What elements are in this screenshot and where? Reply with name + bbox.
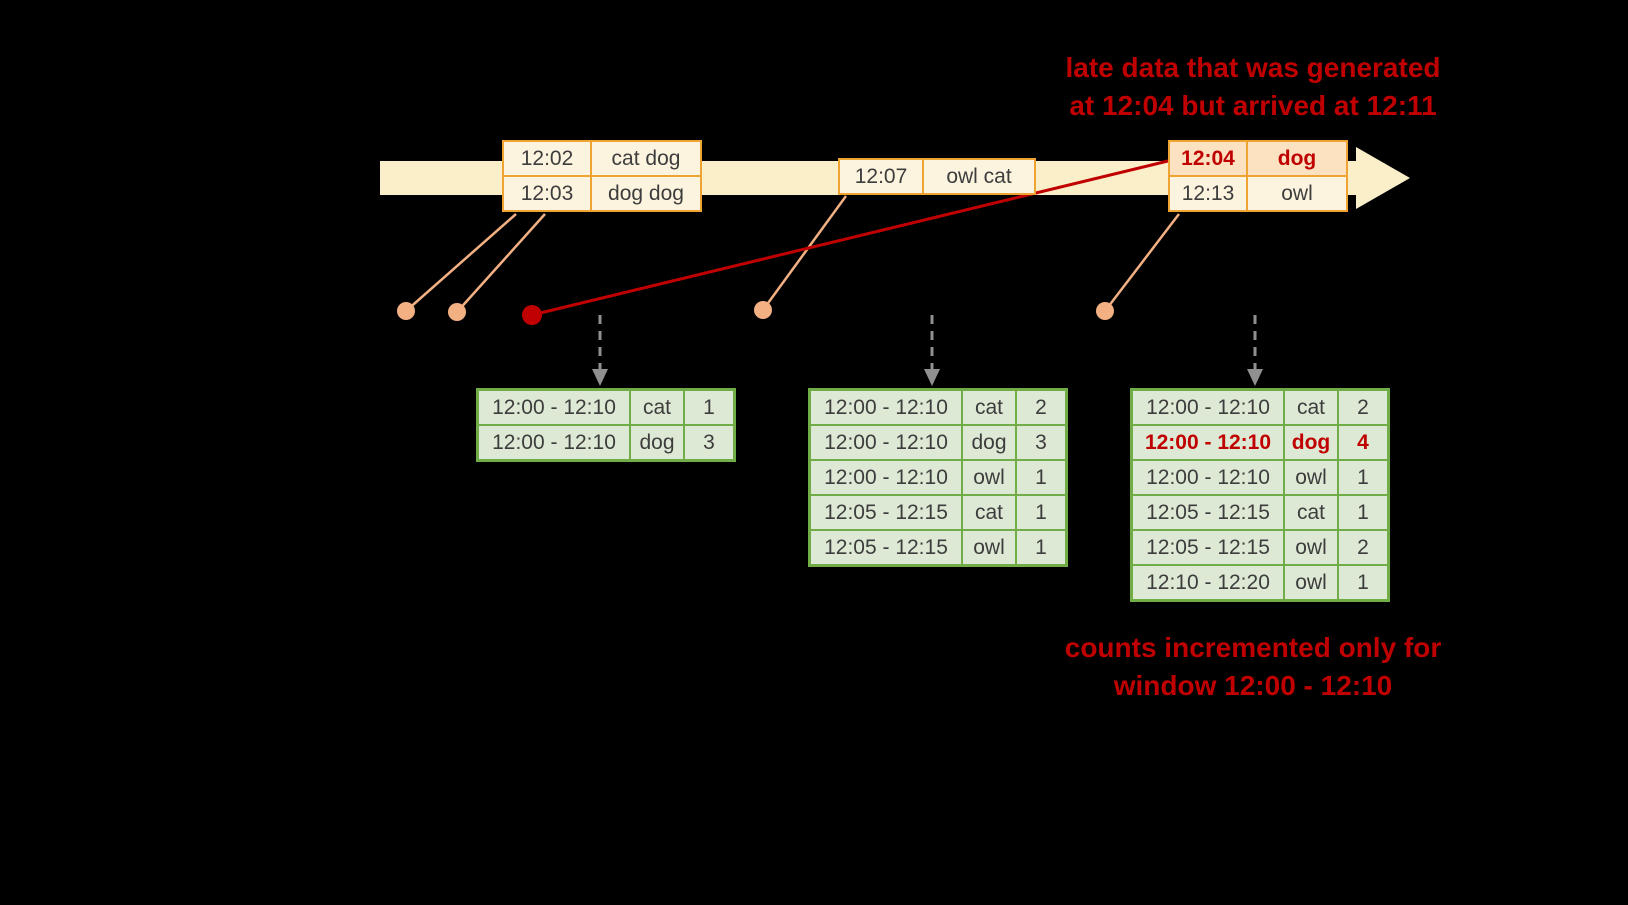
result-row: 12:05 - 12:15 owl 1: [808, 529, 1068, 567]
window-cell: 12:05 - 12:15: [1130, 494, 1285, 531]
count-cell: 3: [683, 424, 736, 462]
counts-annotation: counts incremented only for window 12:00…: [1013, 629, 1493, 705]
count-cell: 1: [1337, 459, 1390, 496]
event-time-cell: 12:02: [502, 140, 592, 177]
event-words-cell: cat dog: [590, 140, 702, 177]
late-data-annotation-line2: at 12:04 but arrived at 12:11: [1069, 90, 1437, 121]
late-result-row: 12:00 - 12:10 dog 4: [1130, 424, 1390, 461]
word-cell: cat: [1283, 388, 1339, 426]
event-words-cell: dog: [1246, 140, 1348, 177]
window-cell: 12:10 - 12:20: [1130, 564, 1285, 602]
event-dot: [448, 303, 466, 321]
trigger-arrow: [1247, 315, 1263, 386]
result-row: 12:05 - 12:15 owl 2: [1130, 529, 1390, 566]
word-cell: cat: [961, 388, 1017, 426]
late-data-annotation-line1: late data that was generated: [1065, 52, 1441, 83]
event-dot: [754, 301, 772, 319]
count-cell: 1: [1337, 494, 1390, 531]
event-dot: [1096, 302, 1114, 320]
event-words-cell: owl: [1246, 175, 1348, 212]
trigger-arrow: [592, 315, 608, 386]
event-words-cell: owl cat: [922, 158, 1036, 195]
window-cell: 12:05 - 12:15: [1130, 529, 1285, 566]
result-table-1: 12:00 - 12:10 cat 1 12:00 - 12:10 dog 3: [476, 388, 736, 462]
count-cell: 4: [1337, 424, 1390, 461]
word-cell: cat: [1283, 494, 1339, 531]
count-cell: 1: [1337, 564, 1390, 602]
result-row: 12:00 - 12:10 cat 1: [476, 388, 736, 426]
result-table-2: 12:00 - 12:10 cat 2 12:00 - 12:10 dog 3 …: [808, 388, 1068, 567]
word-cell: dog: [1283, 424, 1339, 461]
result-table-3: 12:00 - 12:10 cat 2 12:00 - 12:10 dog 4 …: [1130, 388, 1390, 602]
result-row: 12:00 - 12:10 owl 1: [808, 459, 1068, 496]
event-connector-line: [405, 213, 517, 312]
count-cell: 2: [1337, 388, 1390, 426]
event-row: 12:13 owl: [1168, 175, 1348, 212]
event-words-cell: dog dog: [590, 175, 702, 212]
count-cell: 3: [1015, 424, 1068, 461]
event-table-3: 12:04 dog 12:13 owl: [1168, 140, 1348, 212]
late-data-connector-line: [531, 158, 1173, 317]
window-cell: 12:05 - 12:15: [808, 529, 963, 567]
late-event-dot: [522, 305, 542, 325]
event-connector-line: [1104, 213, 1180, 312]
word-cell: owl: [1283, 529, 1339, 566]
word-cell: owl: [961, 459, 1017, 496]
word-cell: owl: [961, 529, 1017, 567]
event-row: 12:07 owl cat: [838, 158, 1036, 195]
event-row: 12:02 cat dog: [502, 140, 702, 177]
result-row: 12:05 - 12:15 cat 1: [808, 494, 1068, 531]
window-cell: 12:00 - 12:10: [1130, 388, 1285, 426]
event-table-2: 12:07 owl cat: [838, 158, 1036, 195]
count-cell: 2: [1337, 529, 1390, 566]
count-cell: 1: [1015, 494, 1068, 531]
result-row: 12:10 - 12:20 owl 1: [1130, 564, 1390, 602]
event-row: 12:03 dog dog: [502, 175, 702, 212]
result-row: 12:00 - 12:10 cat 2: [808, 388, 1068, 426]
count-cell: 1: [1015, 529, 1068, 567]
event-connector-line: [456, 213, 546, 313]
event-dot: [397, 302, 415, 320]
word-cell: dog: [961, 424, 1017, 461]
window-cell: 12:00 - 12:10: [808, 424, 963, 461]
result-row: 12:00 - 12:10 owl 1: [1130, 459, 1390, 496]
word-cell: owl: [1283, 564, 1339, 602]
word-cell: dog: [629, 424, 685, 462]
counts-annotation-line2: window 12:00 - 12:10: [1113, 670, 1393, 701]
result-row: 12:00 - 12:10 cat 2: [1130, 388, 1390, 426]
result-row: 12:00 - 12:10 dog 3: [808, 424, 1068, 461]
count-cell: 1: [683, 388, 736, 426]
event-table-1: 12:02 cat dog 12:03 dog dog: [502, 140, 702, 212]
window-cell: 12:00 - 12:10: [476, 388, 631, 426]
event-connector-line: [761, 195, 848, 311]
word-cell: owl: [1283, 459, 1339, 496]
window-cell: 12:00 - 12:10: [808, 459, 963, 496]
word-cell: cat: [629, 388, 685, 426]
trigger-arrow: [924, 315, 940, 386]
window-cell: 12:05 - 12:15: [808, 494, 963, 531]
result-row: 12:00 - 12:10 dog 3: [476, 424, 736, 462]
event-time-cell: 12:03: [502, 175, 592, 212]
window-cell: 12:00 - 12:10: [1130, 424, 1285, 461]
late-event-row: 12:04 dog: [1168, 140, 1348, 177]
window-cell: 12:00 - 12:10: [808, 388, 963, 426]
window-cell: 12:00 - 12:10: [476, 424, 631, 462]
count-cell: 2: [1015, 388, 1068, 426]
counts-annotation-line1: counts incremented only for: [1064, 632, 1442, 663]
event-time-cell: 12:04: [1168, 140, 1248, 177]
late-data-annotation: late data that was generated at 12:04 bu…: [1013, 49, 1493, 125]
window-cell: 12:00 - 12:10: [1130, 459, 1285, 496]
count-cell: 1: [1015, 459, 1068, 496]
event-time-cell: 12:13: [1168, 175, 1248, 212]
word-cell: cat: [961, 494, 1017, 531]
event-time-cell: 12:07: [838, 158, 924, 195]
result-row: 12:05 - 12:15 cat 1: [1130, 494, 1390, 531]
